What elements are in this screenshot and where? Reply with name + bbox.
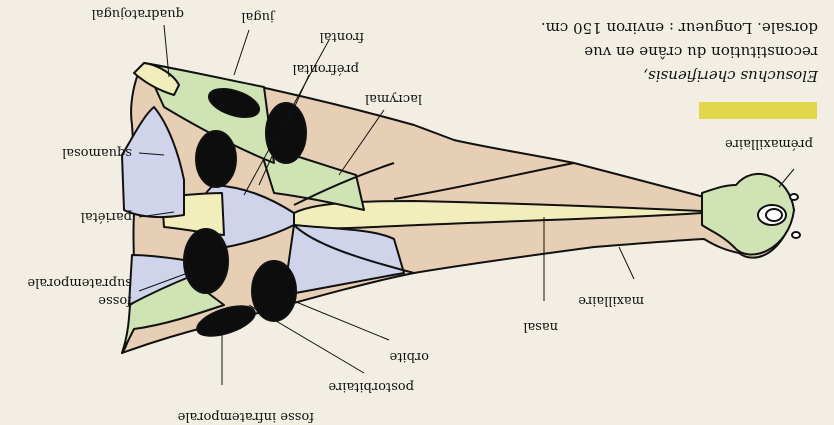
caption-line-2: reconstitution du crâne en vue — [584, 43, 818, 61]
label-nasal: nasal — [523, 319, 558, 334]
label-squamosal: squamosal — [62, 145, 132, 160]
leader-postorbitaire — [249, 305, 364, 373]
leader-premaxillaire — [779, 169, 794, 187]
label-quadratojugal: quadratojugal — [92, 6, 184, 21]
skull — [122, 63, 800, 353]
naris-inner — [766, 209, 782, 221]
orbit — [252, 261, 296, 321]
label-jugal: jugal — [241, 9, 276, 24]
foramen-2 — [790, 194, 798, 200]
rotated-figure: Elosuchus cherifiensis, reconstitution d… — [27, 6, 819, 424]
leader-jugal — [234, 30, 249, 75]
label-lacrymal: lacrymal — [365, 91, 422, 106]
prefrontal-bone — [284, 225, 404, 295]
supratemporal-fossa-left — [184, 229, 228, 293]
caption-accent-bar — [699, 102, 817, 119]
label-orbite: orbite — [389, 349, 429, 364]
caption-line-1: Elosuchus cherifiensis, — [643, 67, 819, 85]
label-fosse-infratemporale: fosse infratemporale — [177, 409, 314, 424]
label-premaxillaire: prémaxillaire — [725, 136, 813, 151]
label-prefrontal: préfrontal — [292, 61, 359, 76]
supratemporal-fossa-right — [196, 131, 236, 187]
label-fosse-2: supratemporale — [27, 275, 132, 290]
label-parietal: pariétal — [81, 209, 132, 224]
label-fosse-1: fosse — [98, 293, 132, 308]
label-frontal: frontal — [320, 29, 364, 44]
label-maxillaire: maxillaire — [578, 293, 644, 308]
orbit-upper — [266, 103, 306, 163]
caption-line-3: dorsale. Longueur : environ 150 cm. — [541, 19, 818, 37]
label-postorbitaire: postorbitaire — [328, 379, 414, 394]
leader-orbite — [284, 297, 389, 340]
leader-maxillaire — [619, 247, 634, 279]
foramen-1 — [792, 232, 800, 238]
